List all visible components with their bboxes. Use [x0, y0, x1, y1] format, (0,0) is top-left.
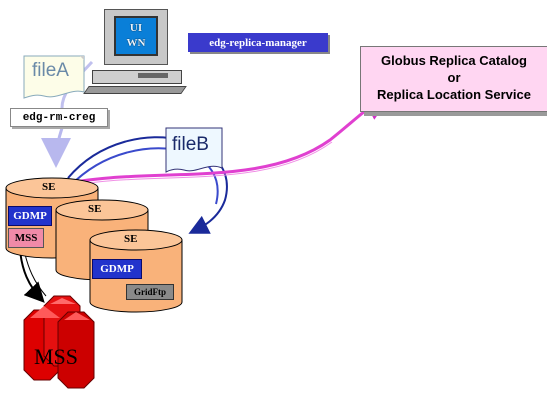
keyboard [83, 86, 187, 94]
monitor: UI WN [104, 9, 168, 65]
fileB-label: fileB [172, 134, 209, 155]
fileA-document [23, 55, 85, 99]
creg-to-se-arrow [41, 127, 72, 168]
se3-gridftp: GridFtp [126, 284, 174, 300]
fileB-document [165, 127, 223, 173]
fileA-label: fileA [32, 60, 69, 81]
se3-gdmp: GDMP [92, 259, 142, 279]
catalog-line-2: or [447, 70, 461, 85]
se2-label: SE [88, 203, 102, 215]
wn-label: WN [126, 37, 146, 49]
disk-drive [138, 73, 168, 78]
se1-label: SE [42, 181, 56, 193]
ui-label: UI [129, 22, 143, 34]
se1-gdmp: GDMP [8, 206, 52, 226]
mss-tape-cluster [23, 295, 95, 389]
catalog-line-1: Globus Replica Catalog [381, 53, 527, 68]
catalog-line-3: Replica Location Service [377, 87, 531, 102]
catalog-register-arrow-2 [57, 141, 333, 189]
catalog-register-arrow [57, 92, 394, 187]
mss-label: MSS [34, 344, 79, 369]
edg-rm-creg-label: edg-rm-creg [10, 108, 108, 127]
monitor-screen: UI WN [114, 16, 158, 56]
se3-label: SE [124, 233, 138, 245]
edg-replica-manager-label: edg-replica-manager [188, 33, 328, 52]
se1-mss: MSS [8, 228, 44, 248]
replica-catalog-box: Globus Replica Catalog or Replica Locati… [360, 46, 547, 112]
computer-base [92, 70, 182, 84]
